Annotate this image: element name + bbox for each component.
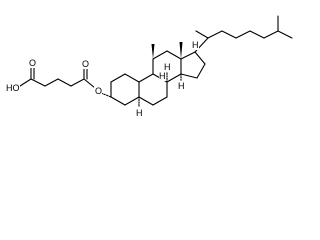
bond-c2-c3 [44,78,59,87]
side-b4 [235,30,251,39]
h5-bg [136,107,143,117]
h8-bg [164,62,171,72]
h9-bg [159,71,166,81]
h14-label: H [178,81,185,91]
ringA-b3 [124,73,140,83]
bond-ho-c1 [19,78,32,87]
ester-o-bg [94,86,102,96]
ringA-b5 [124,96,140,106]
bond-c3-c4 [57,78,72,87]
side-b5 [249,30,265,39]
succinate-chain [19,65,96,89]
ring-c [152,50,182,83]
ester-carbonyl-o-bg [82,59,89,69]
ester-linkage [100,92,112,98]
ringB-b5 [138,96,154,106]
side-b3 [221,30,237,39]
ring-d [180,51,206,79]
structure-svg: HO O O O H H H H H [5,15,293,118]
hydroxyl-label: HO [6,83,20,93]
ringB-b4 [152,96,168,106]
carboxyl-o-bg [29,58,36,68]
bond-c4-c5 [70,78,85,87]
ringD-b1 [180,51,196,60]
h8-label: H [164,62,171,72]
ringD-b4 [180,73,198,79]
carboxyl-oxygen-label: O [29,58,36,68]
ringD-b2 [194,51,206,65]
chemical-structure-figure: HO O O O H H H H H [5,15,293,118]
ring-a [110,73,140,106]
ringC-b2 [152,50,168,60]
h17-bg [192,40,199,50]
h17-label: H [192,40,199,50]
ester-carbonyl-oxygen-label: O [82,59,89,69]
bond-oester-c3-hashed [100,92,112,98]
h14-bg [178,81,185,91]
ringD-b3 [196,63,206,79]
side-chain [194,15,293,53]
side-b7 [277,30,293,39]
h5-label: H [136,108,143,118]
ringC-b3 [166,50,182,60]
angular-methyls [151,42,183,59]
ringA-b2 [110,73,126,83]
side-b2 [207,30,223,39]
ringB-b1 [138,73,154,83]
ester-oxygen-label: O [95,86,102,96]
methyl-c13-wedge [179,42,183,59]
ringC-b5 [166,73,182,83]
ringA-b6 [110,96,126,106]
methyl-c10-wedge [151,44,155,59]
atom-labels: HO O O O H H H H H [5,40,199,118]
bond-c1-c2 [30,78,46,87]
side-methyl [195,30,209,39]
h9-label: H [159,71,166,81]
bond-c5-oester [83,78,96,89]
side-b6 [263,30,279,39]
hydroxyl-bg [5,82,20,92]
